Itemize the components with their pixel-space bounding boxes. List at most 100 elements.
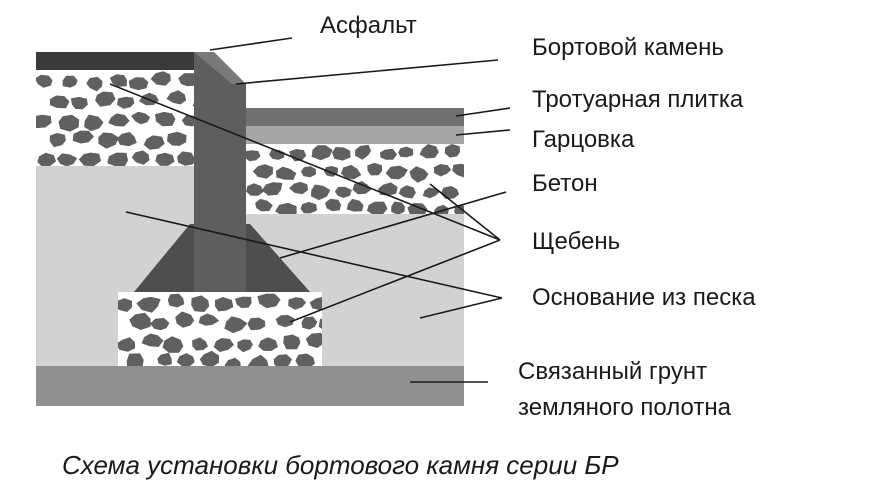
gravel-stone [131,150,150,165]
gravel-stone [283,334,301,350]
paving-tile-layer [246,108,464,126]
label-soil-line-1: Связанный грунт [518,358,708,385]
gravel-stone [36,114,52,129]
soil-layer [36,366,464,406]
gravel-stone [175,311,195,328]
gravel-stone [143,135,165,150]
gravel-stone [255,198,273,212]
gravel-stone [107,152,128,166]
label-curb-stone: Бортовой камень [532,34,724,61]
gravel-stone [49,95,70,109]
label-sand-base: Основание из песка [532,284,756,311]
gravel-stone [191,295,210,312]
label-concrete: Бетон [532,170,598,197]
gravel-stone [366,201,388,214]
gravel-stone [150,71,171,86]
gravel-stone [167,131,187,146]
gravel-stone [289,181,309,195]
gravel-stone [214,297,234,312]
gravel-stone [178,73,194,87]
gravel-stone [275,315,295,328]
gravel-stone [246,150,261,162]
gravel-stone [332,147,351,161]
gravel-stone [275,202,297,214]
gravel-stone [62,75,78,88]
leader-curb-stone [235,59,499,85]
gravel-stone [95,91,116,107]
label-crushed-stone: Щебень [532,228,621,255]
curb-stone [194,52,246,292]
gravel-stone [136,296,161,313]
leader-crushed-stone-2 [429,183,501,241]
gravel-stone [301,316,318,330]
gravel-stone [155,152,175,166]
gravel-stone [334,186,352,198]
gravel-stone [162,336,184,353]
gravel-stone [318,318,322,329]
gravel-stone [398,185,416,199]
gravel-stone [117,96,135,109]
gravel-stone [167,293,185,308]
gravel-stone [355,144,372,160]
gravel-stone [454,205,464,214]
gravel-stone [444,144,461,158]
asphalt-layer [36,52,194,70]
gravel-stone [409,166,429,183]
gravel-stone [380,148,398,160]
leader-sand-1 [125,211,503,299]
leader-gartsovka [455,129,511,136]
gravel-stone [257,293,281,309]
gravel-stone [289,149,307,162]
gravel-stone [288,297,307,310]
gravel-stone [129,312,151,330]
gravel-stone [166,90,187,105]
leader-paving-tile [455,107,511,117]
gravel-stone [398,146,414,158]
leader-crushed-stone-3 [289,239,501,323]
gravel-stone [37,152,56,166]
gravel-stone [295,353,315,366]
gravel-stone [276,166,297,180]
gravel-stone [86,76,103,92]
gravel-stone [70,96,88,110]
gravel-stone [341,164,362,180]
gravel-stone [367,162,383,176]
gravel-stone [56,153,78,166]
leader-sand-2 [419,297,503,319]
leader-lines [109,37,511,383]
gravel-stone [310,184,331,201]
gravel-stone [468,185,483,197]
leader-asphalt [209,37,293,51]
gravel-stone [198,313,220,326]
gravel-stone [419,144,439,159]
gravel-stone [176,353,195,366]
label-paving-tile: Тротуарная плитка [532,86,744,113]
gravel-stone [433,164,452,177]
gravel-stone [258,337,278,351]
gravel-stone [247,317,266,331]
gravel-stone [98,132,119,149]
gravel-stone [235,296,252,308]
gravel-stone [109,74,127,87]
gravel-stone [157,352,172,366]
gravel-stone [36,74,53,88]
gravel-stone [422,187,440,199]
gravel-stone [49,133,66,148]
gravel-right [246,144,483,214]
gravel-stone [181,115,194,127]
gravel-stone [126,353,144,366]
gravel-stone [247,354,269,366]
gravel-stone [84,114,104,132]
leader-concrete [279,191,507,259]
gravel-stone [177,151,194,166]
gravel-stone [199,350,220,366]
gravel-stone [452,163,464,178]
gravel-stone [346,198,364,212]
gravel-stone [213,338,234,352]
gravel-stone [58,114,80,132]
gravel-stone [321,359,322,361]
gravel-stone [464,150,482,160]
gravel-bottom [118,292,322,366]
